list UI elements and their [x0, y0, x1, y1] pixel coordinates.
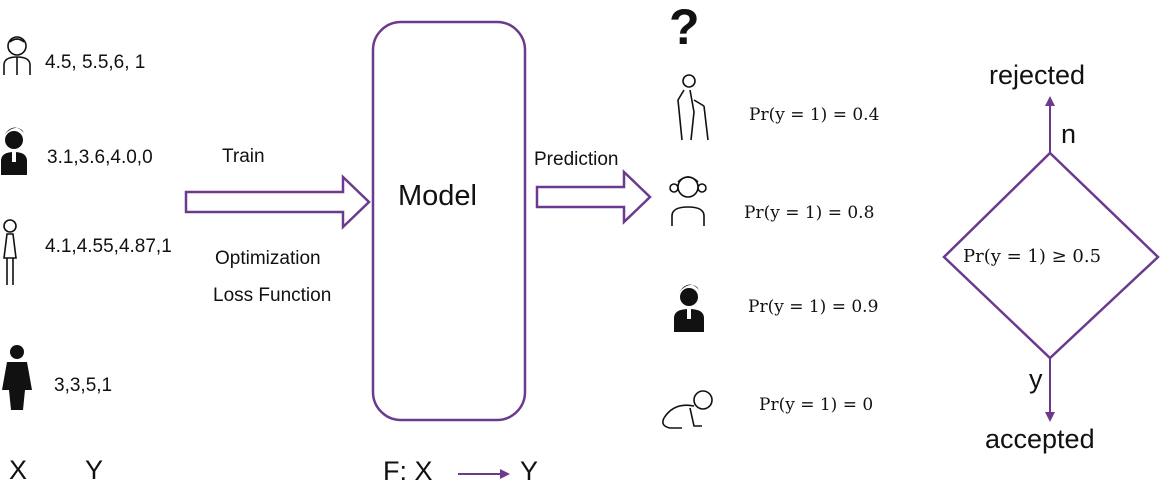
sample-values-3: 4.1,4.55,4.87,1 — [45, 236, 172, 257]
sample-values-1: 4.5, 5.5,6, 1 — [45, 52, 146, 73]
prediction-prob-4: Pr(y = 1) = 0 — [759, 395, 874, 415]
elderly-man-icon — [677, 74, 709, 141]
woman-outline-icon — [3, 219, 17, 285]
sample-values-4: 3,3,5,1 — [54, 375, 113, 396]
boy-solid-icon — [674, 284, 704, 332]
boy-outline-icon — [3, 36, 31, 75]
girl-outline-icon — [669, 176, 707, 226]
prediction-label: Prediction — [534, 149, 619, 170]
no-label: n — [1061, 119, 1077, 149]
crawling-baby-icon — [662, 390, 713, 429]
accepted-label: accepted — [985, 424, 1095, 454]
train-label: Train — [222, 146, 265, 167]
y-label: Y — [85, 455, 104, 485]
decision-condition: Pr(y = 1) ≥ 0.5 — [963, 246, 1102, 267]
x-label: X — [9, 455, 28, 485]
rejected-label: rejected — [989, 60, 1086, 90]
question-mark-icon: ? — [669, 0, 700, 55]
model-formula: F: X — [383, 456, 433, 486]
optimization-label: Optimization — [215, 248, 321, 269]
loss-function-label: Loss Function — [213, 285, 332, 306]
model-formula-target: Y — [520, 456, 539, 486]
model-label: Model — [398, 180, 477, 212]
mapping-arrow-head — [500, 469, 510, 479]
boy-solid-icon — [1, 127, 27, 175]
prediction-prob-2: Pr(y = 1) = 0.8 — [744, 203, 875, 223]
prediction-arrow — [535, 169, 652, 225]
rejected-arrow-head — [1045, 96, 1055, 106]
prediction-prob-1: Pr(y = 1) = 0.4 — [749, 105, 880, 125]
accepted-arrow-head — [1045, 412, 1055, 422]
yes-label: y — [1029, 364, 1043, 394]
sample-values-2: 3.1,3.6,4.0,0 — [47, 147, 153, 168]
woman-solid-icon — [2, 345, 32, 410]
prediction-prob-3: Pr(y = 1) = 0.9 — [748, 297, 879, 317]
train-arrow — [184, 174, 371, 230]
model-box — [371, 20, 527, 422]
